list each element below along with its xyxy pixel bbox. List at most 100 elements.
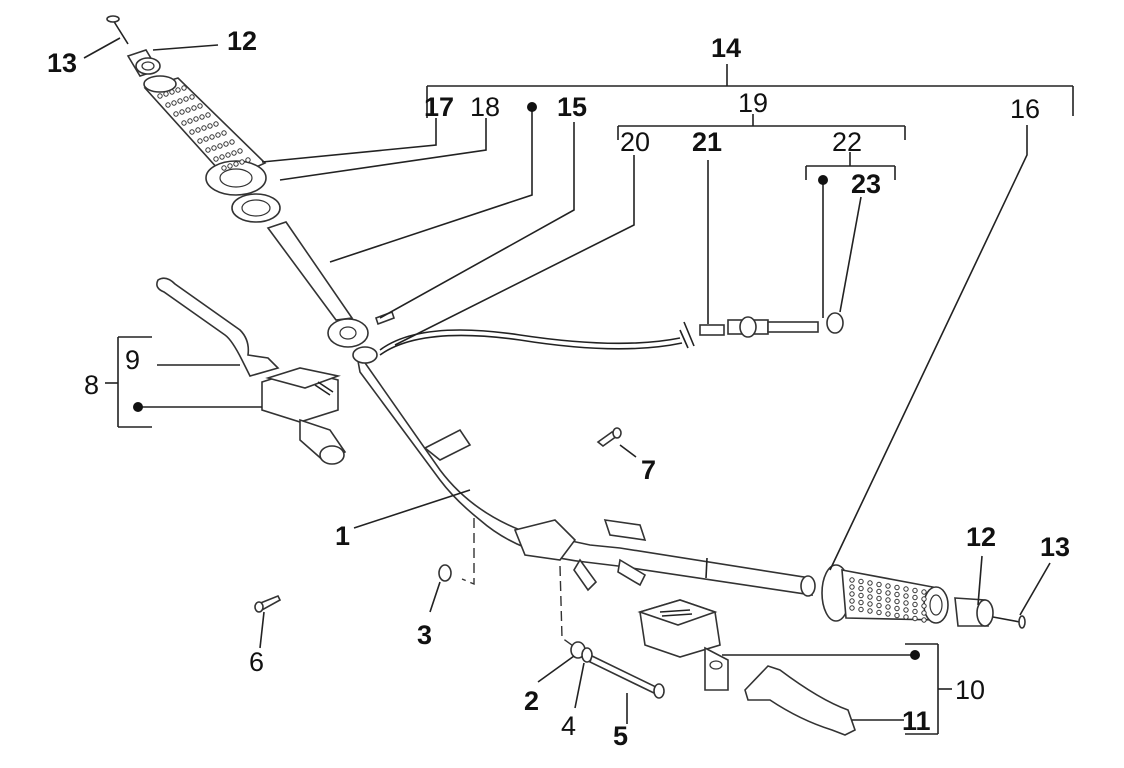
grip-perforation [858,606,864,613]
label-5: 5 [613,721,628,751]
grip-perforation [207,123,213,129]
bolt-5-part [589,654,665,699]
grip-perforation [921,596,927,602]
label-13-right: 13 [1040,532,1070,562]
grip-perforation [912,601,918,608]
grip-perforation [221,130,227,136]
grip-perforation [169,89,175,95]
grip-perforation [193,116,199,122]
label-22: 22 [832,127,862,157]
grip-perforation [858,599,864,606]
group-bracket-22 [805,152,896,180]
screw-6-part [254,594,282,613]
grip-perforation [894,598,900,605]
grip-perforation [175,87,181,93]
grip-perforation [867,580,873,586]
label-10: 10 [955,675,985,705]
label-13-left: 13 [47,48,77,78]
grip-perforation [165,102,171,108]
washer-4-part [581,647,593,663]
grip-perforation [912,615,918,622]
grip-perforation [231,150,237,156]
grip-perforation [205,112,211,118]
left-bar-end-screw [106,15,129,45]
left-grip-holes [157,85,251,171]
label-7: 7 [641,455,656,485]
grip-perforation [191,105,197,111]
grip-perforation [181,85,187,91]
grip-perforation [221,165,227,171]
grip-perforation [858,592,864,599]
leader-lines [83,37,1051,724]
label-6: 6 [249,647,264,677]
label-4: 4 [561,711,576,741]
grip-perforation [849,605,855,611]
grip-perforation [173,111,179,117]
grip-perforation [885,611,891,617]
grip-perforation [245,157,251,163]
bullet-dot-22-group [818,175,828,185]
grip-perforation [239,159,245,165]
grip-perforation [237,148,243,154]
right-bar-end-screw [992,615,1026,629]
grip-perforation [894,612,900,619]
label-21: 21 [692,127,722,157]
handlebar-part [266,221,816,597]
label-20: 20 [620,127,650,157]
label-17: 17 [424,92,454,122]
right-bar-end-weight [954,597,994,627]
right-grip-part [821,564,949,624]
grip-perforation [885,604,891,610]
assembly-line-2 [559,565,577,649]
grip-perforation [849,591,855,597]
right-brake-lever-part [744,665,856,736]
grip-perforation [903,614,909,620]
screw-15-part [374,310,396,326]
assembly-line-3 [461,518,475,586]
grip-perforation [217,143,223,149]
grip-perforation [223,141,229,147]
grip-perforation [199,114,205,120]
bullet-dot-10-group [910,650,920,660]
right-master-cylinder-part [637,599,729,691]
grip-perforation [181,120,187,126]
grip-perforation [912,594,918,601]
grip-perforation [876,609,882,616]
label-18: 18 [470,92,500,122]
grip-perforation [849,598,855,604]
grip-perforation [209,134,215,140]
group-bracket-10 [905,643,952,735]
grip-perforation [215,132,221,138]
label-2: 2 [524,686,539,716]
nut-3-part [438,564,452,582]
left-bar-end-weight [126,49,161,77]
grip-perforation [912,587,918,594]
label-15: 15 [557,92,587,122]
grip-perforation [894,605,900,612]
grip-perforation [197,103,203,109]
grip-perforation [225,152,231,158]
grip-perforation [211,145,217,151]
grip-perforation [197,138,203,144]
label-8: 8 [84,370,99,400]
left-grip-part [143,75,267,196]
label-1: 1 [335,521,350,551]
grip-perforation [177,98,183,104]
grip-perforation [858,578,864,585]
label-11: 11 [902,706,931,736]
bullet-dot-8-group [133,402,143,412]
grip-perforation [179,109,185,115]
left-washer-part [231,193,281,223]
grip-perforation [219,154,225,160]
grip-perforation [903,607,909,613]
grip-perforation [885,597,891,603]
grip-perforation [876,588,882,595]
label-19: 19 [738,88,768,118]
label-12-right: 12 [966,522,996,552]
grip-perforation [867,608,873,614]
grip-perforation [921,610,927,616]
grip-perforation [903,593,909,599]
grip-perforation [157,93,163,99]
label-16: 16 [1010,94,1040,124]
